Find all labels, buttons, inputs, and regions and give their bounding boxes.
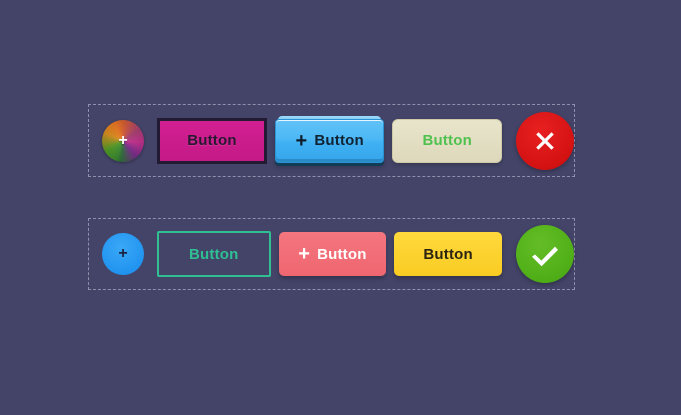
yellow-button-label: Button [423,245,473,263]
button-row-2: + Button + Button Button [89,219,575,289]
salmon-add-button-label: Button [317,245,367,263]
button-row-1: + Button + Button Button [89,105,574,176]
close-x-icon [536,131,554,150]
teal-outline-button[interactable]: Button [157,231,271,277]
plus-icon: + [118,245,128,262]
plus-icon: + [298,243,311,265]
salmon-add-button[interactable]: + Button [278,232,387,276]
yellow-button[interactable]: Button [394,232,503,276]
cream-button[interactable]: Button [392,118,502,163]
checkmark-icon [532,246,559,267]
cream-button-label: Button [422,132,472,149]
error-close-circle[interactable] [516,111,574,170]
button-row-1-container: + Button + Button Button [88,104,575,177]
button-row-2-container: + Button + Button Button [88,218,575,290]
blue-gloss-add-button-label: Button [314,132,364,149]
blue-add-circle[interactable]: + [102,233,144,275]
rainbow-add-circle[interactable]: + [102,119,144,162]
teal-outline-button-label: Button [189,245,239,263]
plus-icon: + [118,131,128,149]
magenta-button[interactable]: Button [157,117,267,164]
blue-gloss-add-button[interactable]: + Button [274,115,385,163]
plus-icon: + [295,129,308,152]
success-check-circle[interactable] [516,225,575,283]
magenta-button-label: Button [187,132,237,149]
